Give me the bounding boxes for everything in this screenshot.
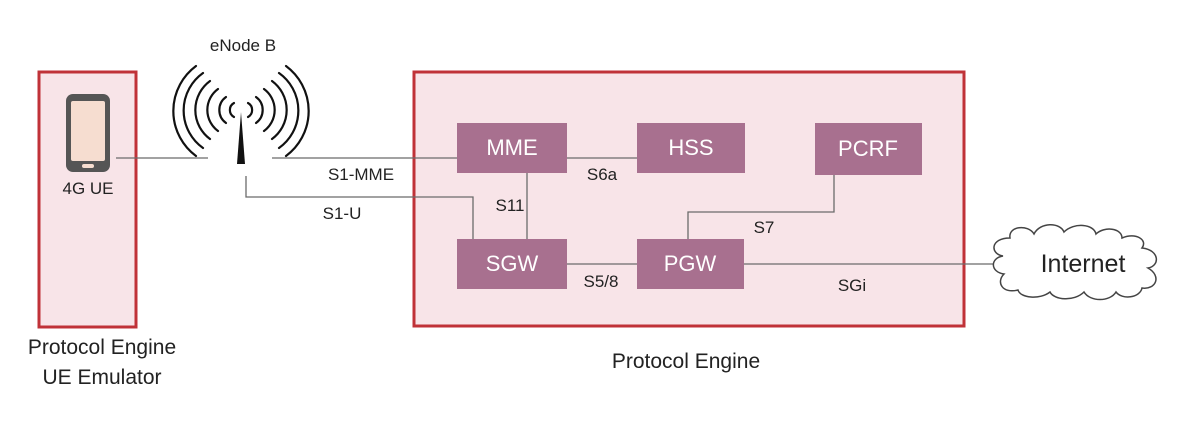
interface-sgi-label: SGi bbox=[838, 276, 866, 295]
antenna-mast bbox=[237, 112, 245, 164]
node-hss-label: HSS bbox=[668, 135, 713, 160]
ue-emulator-caption-line1: Protocol Engine bbox=[28, 336, 176, 359]
internet-label: Internet bbox=[1041, 250, 1126, 278]
interface-s1-u-label: S1-U bbox=[323, 204, 362, 223]
ue-label: 4G UE bbox=[62, 179, 113, 198]
node-pgw: PGW bbox=[637, 239, 744, 289]
node-hss: HSS bbox=[637, 123, 745, 173]
node-pcrf: PCRF bbox=[815, 123, 922, 175]
node-sgw: SGW bbox=[457, 239, 567, 289]
cloud-icon bbox=[992, 224, 1157, 301]
node-sgw-label: SGW bbox=[486, 251, 539, 276]
node-mme: MME bbox=[457, 123, 567, 173]
node-mme-label: MME bbox=[486, 135, 537, 160]
node-pcrf-label: PCRF bbox=[838, 136, 898, 161]
ue-emulator-caption-line2: UE Emulator bbox=[42, 366, 161, 389]
core-container-caption: Protocol Engine bbox=[612, 350, 760, 373]
interface-s11-label: S11 bbox=[496, 196, 525, 215]
connector-lines bbox=[116, 157, 995, 265]
enodeb-label: eNode B bbox=[210, 36, 276, 55]
s1-u-line bbox=[245, 176, 474, 239]
phone-icon bbox=[66, 94, 110, 172]
interface-s5-8-label: S5/8 bbox=[584, 272, 619, 291]
interface-s1-mme-label: S1-MME bbox=[328, 165, 394, 184]
s7-line bbox=[687, 175, 835, 239]
node-pgw-label: PGW bbox=[664, 251, 717, 276]
interface-s7-label: S7 bbox=[754, 218, 775, 237]
interface-s6a-label: S6a bbox=[587, 165, 618, 184]
antenna-icon bbox=[172, 64, 310, 158]
